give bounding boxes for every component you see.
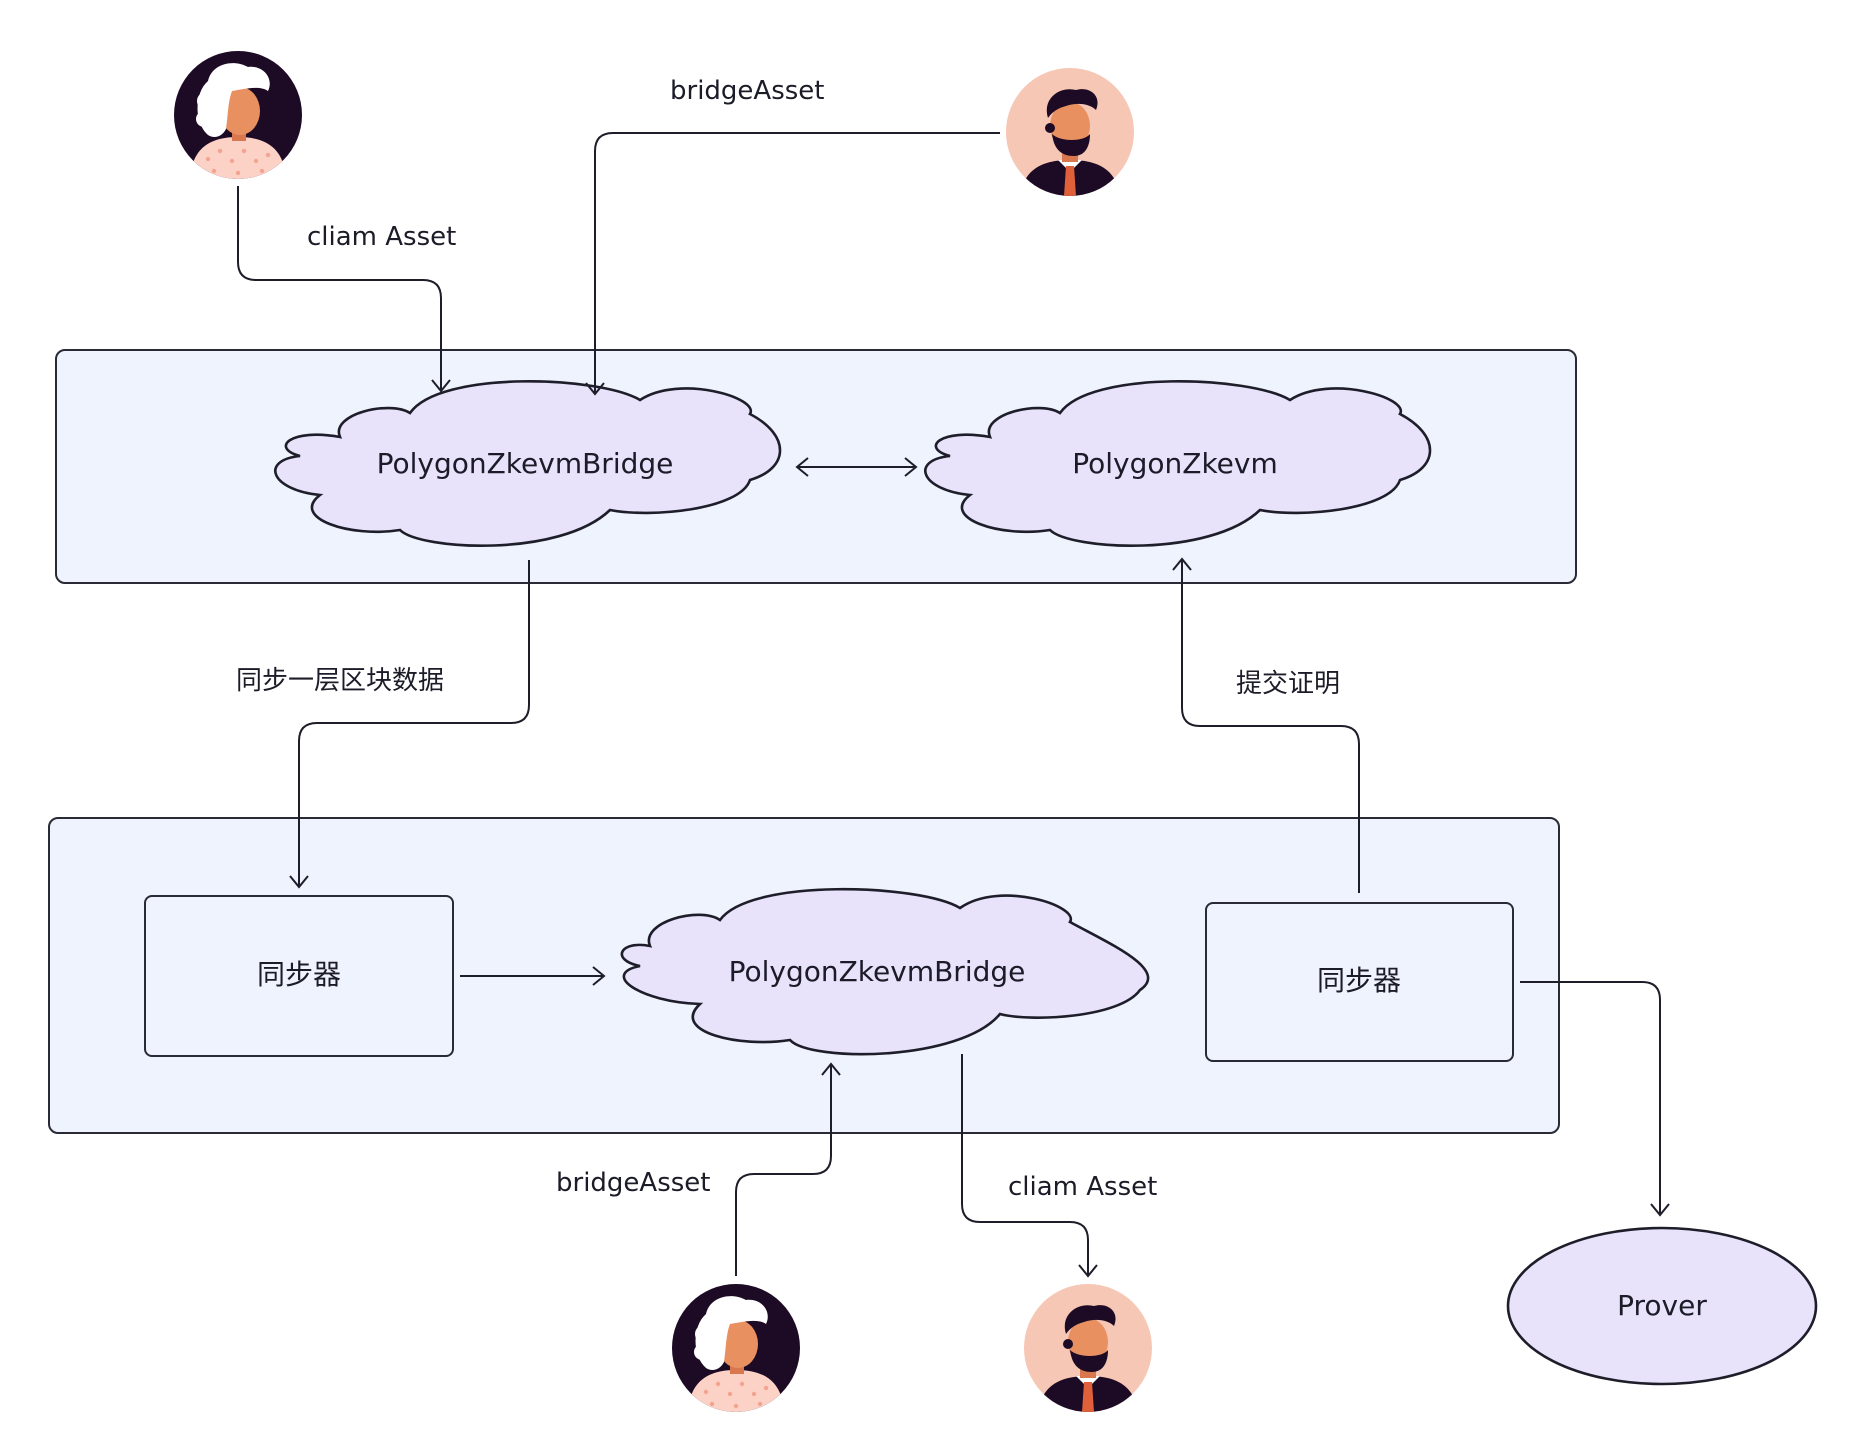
- l2-bridge-label: PolygonZkevmBridge: [729, 955, 1026, 988]
- edge-label-top-claim: cliam Asset: [307, 222, 456, 252]
- edge-label-submit-proof: 提交证明: [1236, 669, 1340, 699]
- sync-left-label: 同步器: [257, 958, 341, 991]
- edge-sync-to-prover: [1520, 981, 1661, 1214]
- l1-zkevm-label: PolygonZkevm: [1072, 447, 1278, 480]
- edge-bottom-claim: [961, 1054, 1089, 1276]
- sync-right-box[interactable]: [1205, 902, 1514, 1062]
- edge-top-bridge: [594, 132, 1000, 393]
- bearded-man-avatar-icon[interactable]: [1024, 1284, 1152, 1412]
- l1-bridge-label: PolygonZkevmBridge: [377, 447, 674, 480]
- edge-submit-proof: [1181, 560, 1360, 893]
- l1-zkevm-cloud[interactable]: [924, 380, 1432, 547]
- edge-label-sync-l1-blocks: 同步一层区块数据: [236, 666, 444, 696]
- edge-label-bottom-claim: cliam Asset: [1008, 1172, 1157, 1202]
- woman-avatar-icon[interactable]: [672, 1284, 800, 1412]
- edge-bottom-bridge: [735, 1064, 832, 1276]
- sync-right-label: 同步器: [1317, 964, 1401, 997]
- woman-avatar-icon[interactable]: [174, 51, 302, 179]
- sync-left-box[interactable]: [144, 895, 454, 1057]
- prover-ellipse[interactable]: [1506, 1226, 1818, 1386]
- l1-bridge-cloud[interactable]: [274, 380, 782, 547]
- l2-bridge-cloud[interactable]: [620, 887, 1150, 1056]
- bearded-man-avatar-icon[interactable]: [1006, 68, 1134, 196]
- edge-label-bottom-bridge: bridgeAsset: [556, 1168, 711, 1198]
- edge-label-top-bridge: bridgeAsset: [670, 76, 825, 106]
- prover-label: Prover: [1617, 1289, 1707, 1322]
- edge-sync-l1-blocks: [298, 560, 530, 886]
- edge-top-claim: [237, 186, 442, 390]
